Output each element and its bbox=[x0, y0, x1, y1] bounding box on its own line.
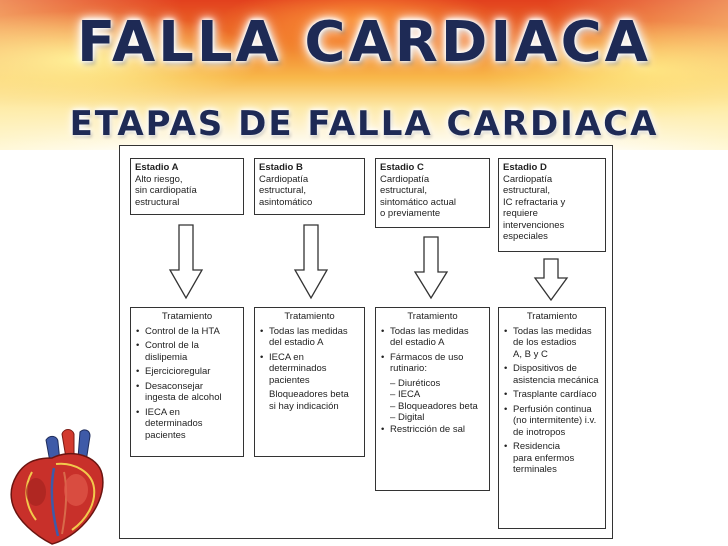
treatment-item: Residencia para enfermos terminales bbox=[504, 441, 600, 476]
treatment-item: Diuréticos bbox=[381, 378, 484, 390]
treatment-item: IECA en determinados pacientes bbox=[260, 352, 359, 387]
stage-c-treatment-box: Tratamiento Todas las medidas del estadi… bbox=[375, 307, 490, 491]
heart-failure-stages-diagram: Estadio A Alto riesgo, sin cardiopatía e… bbox=[119, 145, 613, 539]
treatment-list: Todas las medidas del estadio A Fármacos … bbox=[381, 326, 484, 436]
page-title: FALLA CARDIACA bbox=[76, 10, 652, 75]
down-arrow-icon bbox=[168, 224, 204, 300]
down-arrow-icon bbox=[533, 258, 569, 302]
treatment-list: Todas las medidas de los estadios A, B y… bbox=[504, 326, 600, 476]
stage-d-box: Estadio D Cardiopatía estructural, IC re… bbox=[498, 158, 606, 252]
stage-b-treatment-box: Tratamiento Todas las medidas del estadi… bbox=[254, 307, 365, 457]
stage-d-description: Cardiopatía estructural, IC refractaria … bbox=[503, 173, 566, 243]
down-arrow-icon bbox=[413, 236, 449, 300]
stage-b-box: Estadio B Cardiopatía estructural, asint… bbox=[254, 158, 365, 215]
stage-c-name: Estadio C bbox=[380, 162, 424, 173]
stage-a-treatment-box: Tratamiento Control de la HTAControl de … bbox=[130, 307, 244, 457]
treatment-item: Bloqueadores beta si hay indicación bbox=[269, 389, 349, 412]
stage-a-name: Estadio A bbox=[135, 162, 179, 173]
treatment-item: IECA bbox=[381, 389, 484, 401]
stage-b-description: Cardiopatía estructural, asintomático bbox=[259, 173, 313, 208]
anatomical-heart-icon bbox=[10, 429, 104, 545]
header-banner bbox=[0, 0, 728, 150]
stage-b-name: Estadio B bbox=[259, 162, 303, 173]
treatment-item: IECA en determinados pacientes bbox=[136, 407, 238, 442]
treatment-item: Control de la dislipemia bbox=[136, 340, 238, 363]
treatment-item: Trasplante cardíaco bbox=[504, 389, 600, 401]
down-arrow-icon bbox=[293, 224, 329, 300]
treatment-item: Todas las medidas de los estadios A, B y… bbox=[504, 326, 600, 361]
treatment-item: Bloqueadores beta bbox=[381, 401, 484, 413]
treatment-title: Tratamiento bbox=[161, 311, 213, 322]
treatment-item: Perfusión continua (no intermitente) i.v… bbox=[504, 404, 600, 439]
treatment-item: Fármacos de uso rutinario: bbox=[381, 352, 484, 375]
treatment-item: Desaconsejar ingesta de alcohol bbox=[136, 381, 238, 404]
stage-c-box: Estadio C Cardiopatía estructural, sinto… bbox=[375, 158, 490, 228]
page-subtitle: ETAPAS DE FALLA CARDIACA bbox=[69, 104, 659, 144]
stage-a-box: Estadio A Alto riesgo, sin cardiopatía e… bbox=[130, 158, 244, 215]
treatment-item: Control de la HTA bbox=[136, 326, 238, 338]
treatment-item: Ejercicioregular bbox=[136, 366, 238, 378]
treatment-item: Todas las medidas del estadio A bbox=[381, 326, 484, 349]
stage-a-description: Alto riesgo, sin cardiopatía estructural bbox=[135, 173, 197, 208]
treatment-list: Control de la HTA Control de la dislipemi… bbox=[136, 326, 238, 442]
stage-d-name: Estadio D bbox=[503, 162, 547, 173]
treatment-title: Tratamiento bbox=[526, 311, 578, 322]
treatment-list: Todas las medidas del estadio A IECA en d… bbox=[260, 326, 359, 413]
stage-c-description: Cardiopatía estructural, sintomático act… bbox=[380, 173, 457, 220]
treatment-item: Restricción de sal bbox=[381, 424, 484, 436]
treatment-item: Digital bbox=[381, 412, 484, 424]
treatment-item: Todas las medidas del estadio A bbox=[260, 326, 359, 349]
treatment-title: Tratamiento bbox=[407, 311, 458, 322]
treatment-title: Tratamiento bbox=[284, 311, 335, 322]
treatment-item: Dispositivos de asistencia mecánica bbox=[504, 363, 600, 386]
stage-d-treatment-box: Tratamiento Todas las medidas de los est… bbox=[498, 307, 606, 529]
